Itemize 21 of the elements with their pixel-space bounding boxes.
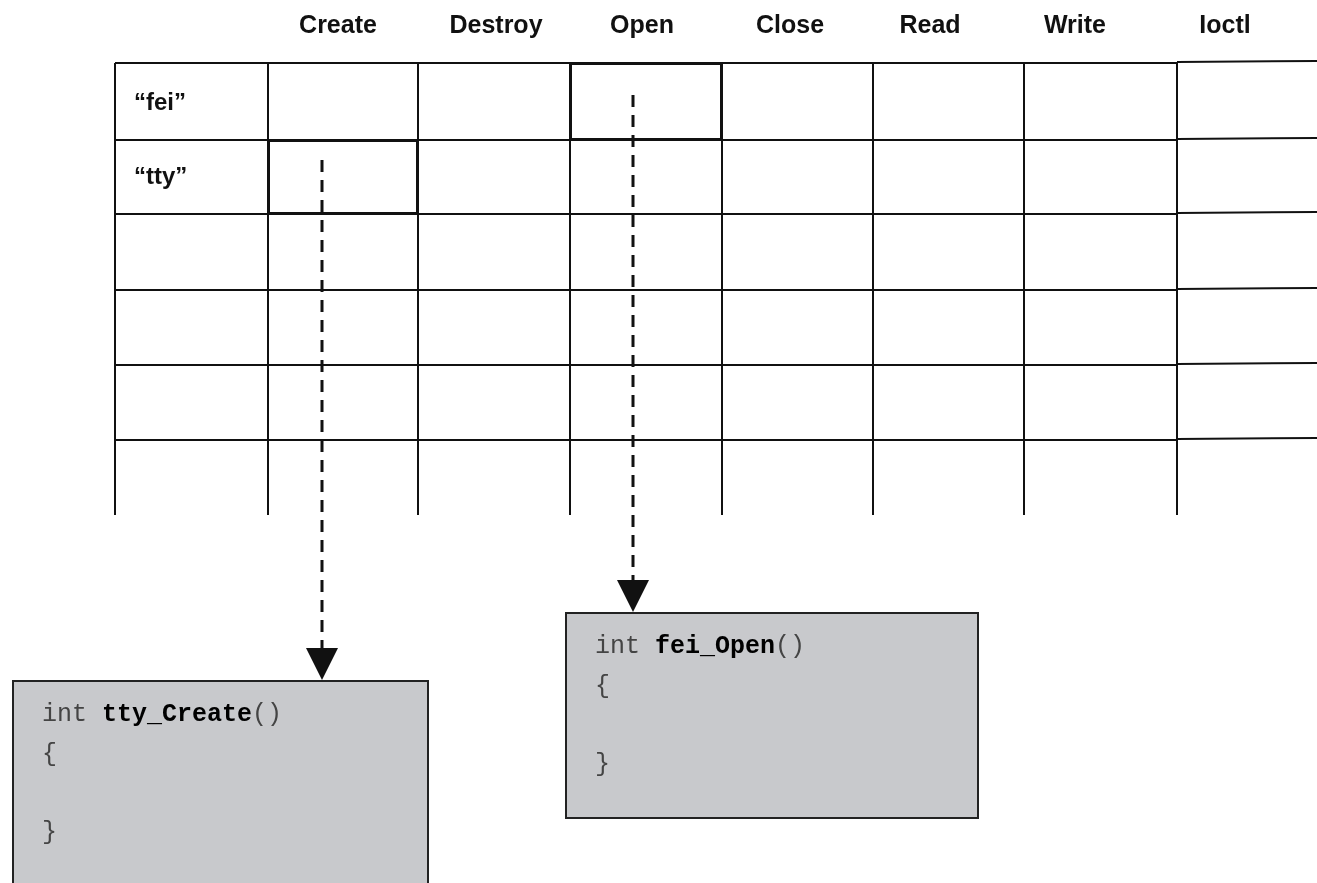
row-label: “tty” [134, 162, 188, 190]
column-header: Open [609, 10, 675, 39]
code-line: } [42, 818, 57, 847]
code-box [565, 612, 979, 819]
code-box [12, 680, 429, 883]
column-header: Read [898, 10, 962, 39]
column-header: Close [754, 10, 826, 39]
column-header: Create [298, 10, 378, 39]
code-line: int fei_Open() [595, 632, 806, 661]
code-line: { [595, 672, 610, 701]
column-header: Destroy [448, 10, 544, 39]
row-label: “fei” [134, 88, 186, 116]
table-cell [268, 140, 418, 214]
dashed-arrow [306, 160, 338, 680]
table-cell [570, 63, 722, 140]
code-line: } [595, 750, 610, 779]
dashed-arrow [617, 95, 649, 612]
code-line: { [42, 740, 57, 769]
column-header: Ioctl [1198, 10, 1252, 39]
column-header: Write [1042, 10, 1108, 39]
code-line: int tty_Create() [42, 700, 283, 729]
